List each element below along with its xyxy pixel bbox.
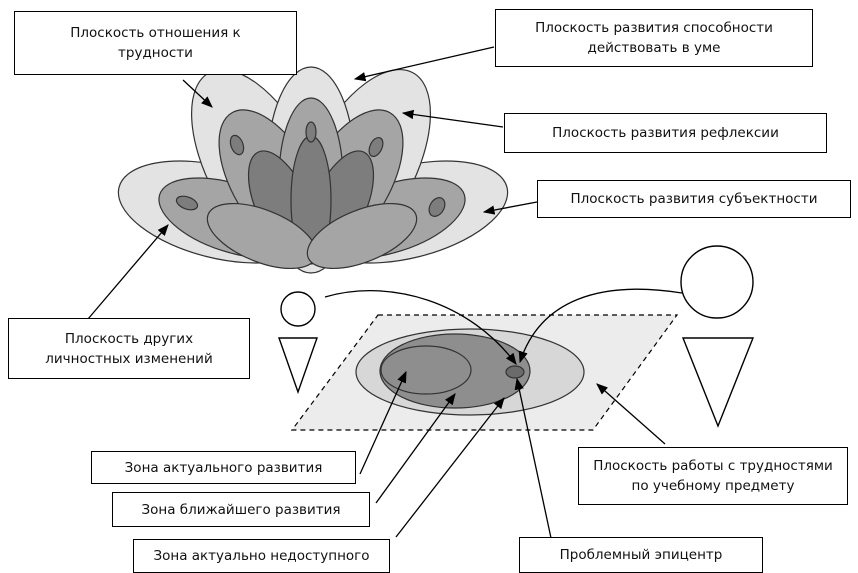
label-problem-epicenter: Проблемный эпицентр	[519, 537, 763, 573]
label-reflection-text: Плоскость развития рефлексии	[552, 123, 779, 143]
label-proximal-zone-text: Зона ближайшего развития	[141, 500, 340, 520]
label-difficulty-attitude-text: Плоскость отношения к трудности	[70, 23, 240, 63]
arrow-subject-plane	[597, 384, 665, 444]
person-large-body	[683, 338, 753, 426]
person-large	[681, 246, 753, 426]
arrow-other-personal	[88, 225, 168, 319]
zone-actual	[381, 346, 471, 394]
label-subjectivity-text: Плоскость развития субъектности	[571, 189, 818, 209]
label-proximal-zone: Зона ближайшего развития	[112, 492, 370, 527]
label-reflection: Плоскость развития рефлексии	[504, 113, 827, 153]
person-small	[279, 292, 317, 392]
label-actual-zone-text: Зона актуального развития	[125, 458, 323, 478]
label-other-personal-text: Плоскость других личностных изменений	[45, 329, 212, 369]
label-difficulty-attitude: Плоскость отношения к трудности	[14, 11, 297, 75]
label-subjectivity: Плоскость развития субъектности	[537, 180, 851, 218]
person-large-head	[681, 246, 753, 318]
label-mental-action-text: Плоскость развития способности действова…	[535, 18, 773, 58]
person-small-head	[281, 292, 315, 326]
label-other-personal: Плоскость других личностных изменений	[8, 318, 250, 379]
label-actual-zone: Зона актуального развития	[91, 451, 356, 484]
person-small-body	[279, 338, 317, 392]
label-inaccessible-zone-text: Зона актуально недоступного	[153, 546, 369, 566]
label-mental-action: Плоскость развития способности действова…	[495, 9, 813, 67]
problem-epicenter-dot	[506, 366, 524, 378]
label-subject-difficulty: Плоскость работы с трудностями по учебно…	[578, 447, 848, 505]
label-inaccessible-zone: Зона актуально недоступного	[133, 539, 390, 573]
flower	[108, 48, 518, 288]
arrow-mental-action	[355, 47, 494, 79]
petal-tip	[306, 122, 316, 142]
label-subject-difficulty-text: Плоскость работы с трудностями по учебно…	[593, 456, 833, 496]
label-problem-epicenter-text: Проблемный эпицентр	[560, 545, 723, 565]
